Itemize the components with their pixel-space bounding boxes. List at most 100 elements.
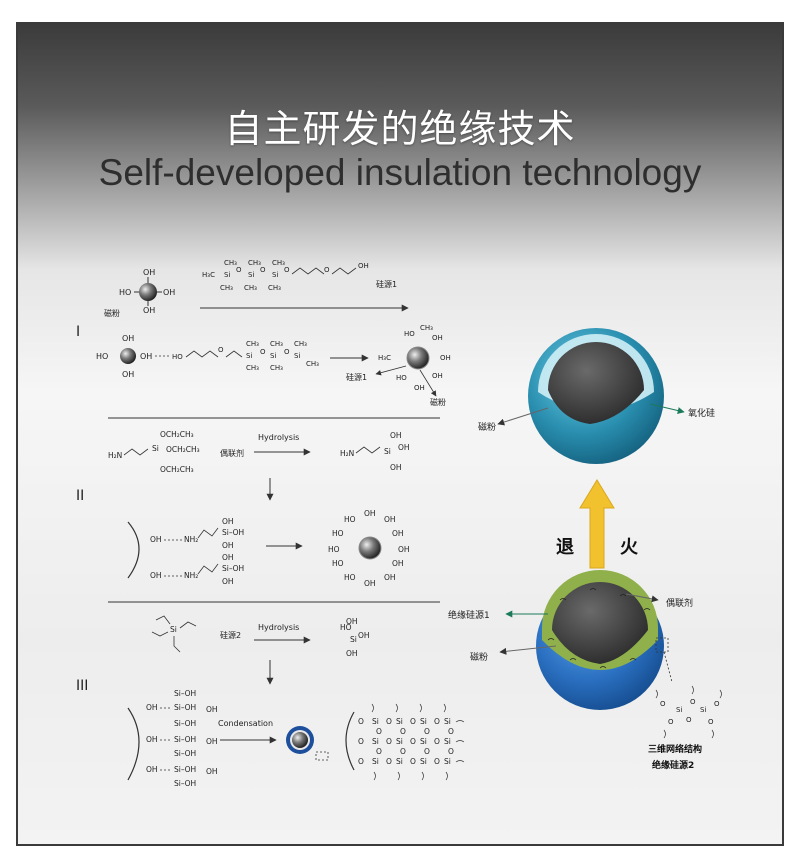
svg-text:CH₃: CH₃ bbox=[306, 360, 319, 368]
svg-text:HO: HO bbox=[96, 352, 108, 361]
label-magnetic-powder: 磁粉 bbox=[470, 651, 488, 663]
svg-text:HO: HO bbox=[340, 623, 352, 632]
svg-text:OH: OH bbox=[432, 334, 443, 342]
svg-text:CH₃: CH₃ bbox=[246, 340, 259, 348]
svg-text:O: O bbox=[434, 717, 440, 726]
label-silicon-oxide: 氧化硅 bbox=[688, 407, 715, 419]
svg-text:Si: Si bbox=[350, 635, 357, 644]
svg-text:OH: OH bbox=[392, 529, 404, 538]
network-detail: O Si O Si O O O O bbox=[655, 685, 722, 739]
svg-text:O: O bbox=[708, 718, 714, 726]
svg-text:CH₃: CH₃ bbox=[220, 284, 233, 292]
svg-text:Si: Si bbox=[170, 625, 177, 634]
svg-text:O: O bbox=[400, 727, 406, 736]
svg-text:Si–OH: Si–OH bbox=[222, 564, 244, 573]
svg-text:Si–OH: Si–OH bbox=[174, 765, 196, 774]
svg-text:Si: Si bbox=[294, 352, 300, 360]
svg-text:OH: OH bbox=[432, 372, 443, 380]
svg-text:Si: Si bbox=[372, 757, 379, 766]
svg-text:O: O bbox=[410, 757, 416, 766]
svg-text:HO: HO bbox=[119, 288, 131, 297]
svg-text:Si: Si bbox=[444, 737, 451, 746]
svg-text:Si–OH: Si–OH bbox=[174, 779, 196, 788]
section-label-2: II bbox=[76, 488, 84, 504]
svg-text:OH: OH bbox=[122, 370, 134, 379]
svg-text:O: O bbox=[358, 737, 364, 746]
svg-text:O: O bbox=[424, 727, 430, 736]
svg-text:OH: OH bbox=[398, 545, 410, 554]
svg-text:O: O bbox=[218, 346, 224, 354]
svg-text:O: O bbox=[686, 716, 692, 724]
svg-text:NH₂: NH₂ bbox=[184, 535, 198, 544]
svg-text:O: O bbox=[260, 348, 266, 356]
magnetic-particle-icon bbox=[139, 283, 157, 301]
svg-text:OH: OH bbox=[122, 334, 134, 343]
svg-text:OH: OH bbox=[222, 577, 234, 586]
svg-text:Si–OH: Si–OH bbox=[174, 735, 196, 744]
label-silicon-source-1: 硅源1 bbox=[346, 372, 367, 382]
section-label-3: III bbox=[76, 678, 88, 694]
label-silicon-source-2: 硅源2 bbox=[220, 630, 241, 640]
svg-text:CH₃: CH₃ bbox=[224, 259, 237, 267]
panel-frame bbox=[16, 22, 784, 846]
svg-text:Si: Si bbox=[246, 352, 252, 360]
svg-text:Si: Si bbox=[372, 737, 379, 746]
section-2: II H₂N Si OCH₂CH₃ OCH₂CH₃ OCH₂CH₃ 偶联剂 Hy… bbox=[76, 430, 410, 588]
svg-text:O: O bbox=[386, 717, 392, 726]
svg-text:OH: OH bbox=[364, 509, 376, 518]
svg-text:OH: OH bbox=[222, 553, 234, 562]
svg-text:O: O bbox=[386, 757, 392, 766]
svg-text:OH: OH bbox=[150, 571, 162, 580]
svg-text:Si–OH: Si–OH bbox=[174, 703, 196, 712]
label-magnetic-powder: 磁粉 bbox=[104, 308, 120, 318]
svg-text:O: O bbox=[714, 700, 720, 708]
svg-text:Si: Si bbox=[384, 447, 391, 456]
svg-text:OH: OH bbox=[384, 573, 396, 582]
svg-text:OH: OH bbox=[206, 767, 218, 776]
svg-text:Si: Si bbox=[676, 706, 682, 714]
svg-text:CH₃: CH₃ bbox=[248, 259, 261, 267]
svg-text:OH: OH bbox=[384, 515, 396, 524]
svg-text:OH: OH bbox=[346, 617, 358, 626]
svg-text:OCH₂CH₃: OCH₂CH₃ bbox=[160, 465, 194, 474]
silane-chain: H₃C Si O Si O Si O CH₃ CH₃ CH₃ CH₃ CH₃ C… bbox=[202, 259, 369, 292]
svg-text:O: O bbox=[376, 747, 382, 756]
svg-text:OH: OH bbox=[146, 703, 158, 712]
label-hydrolysis: Hydrolysis bbox=[258, 623, 299, 632]
svg-text:Si: Si bbox=[396, 757, 403, 766]
svg-text:Si: Si bbox=[270, 352, 276, 360]
svg-text:OH: OH bbox=[390, 463, 402, 472]
svg-text:HO: HO bbox=[332, 529, 344, 538]
svg-text:O: O bbox=[660, 700, 666, 708]
title-chinese: 自主研发的绝缘技术 bbox=[224, 107, 576, 151]
svg-text:OH: OH bbox=[398, 443, 410, 452]
label-coupling-agent: 偶联剂 bbox=[666, 597, 693, 609]
svg-text:OH: OH bbox=[364, 579, 376, 588]
svg-text:Si: Si bbox=[700, 706, 706, 714]
svg-text:Si: Si bbox=[272, 271, 278, 279]
svg-text:OH: OH bbox=[222, 541, 234, 550]
svg-text:CH₃: CH₃ bbox=[270, 340, 283, 348]
svg-text:NH₂: NH₂ bbox=[184, 571, 198, 580]
svg-text:O: O bbox=[324, 266, 330, 274]
svg-text:OH: OH bbox=[392, 559, 404, 568]
hydroxylated-particle-icon bbox=[358, 536, 382, 560]
svg-text:OH: OH bbox=[143, 268, 155, 277]
section-3: III Si 硅源2 Hydrolysis HO Si OH OH OH OH … bbox=[76, 615, 465, 788]
svg-text:CH₃: CH₃ bbox=[246, 364, 259, 372]
svg-text:OH: OH bbox=[206, 705, 218, 714]
svg-text:OH: OH bbox=[222, 517, 234, 526]
label-coupling-agent: 偶联剂 bbox=[220, 448, 244, 458]
svg-text:O: O bbox=[376, 727, 382, 736]
svg-text:HO: HO bbox=[344, 573, 356, 582]
modified-particle-icon bbox=[406, 346, 430, 370]
svg-text:O: O bbox=[284, 266, 290, 274]
svg-text:O: O bbox=[236, 266, 242, 274]
label-annealing-1: 退 bbox=[556, 537, 574, 558]
label-insulating-silicon-source-2: 绝缘硅源2 bbox=[652, 759, 694, 771]
svg-text:O: O bbox=[358, 757, 364, 766]
label-insulating-silicon-source-1: 绝缘硅源1 bbox=[448, 609, 490, 621]
svg-text:Si: Si bbox=[420, 757, 427, 766]
svg-text:H₂N: H₂N bbox=[108, 451, 122, 460]
svg-text:OH: OH bbox=[346, 649, 358, 658]
